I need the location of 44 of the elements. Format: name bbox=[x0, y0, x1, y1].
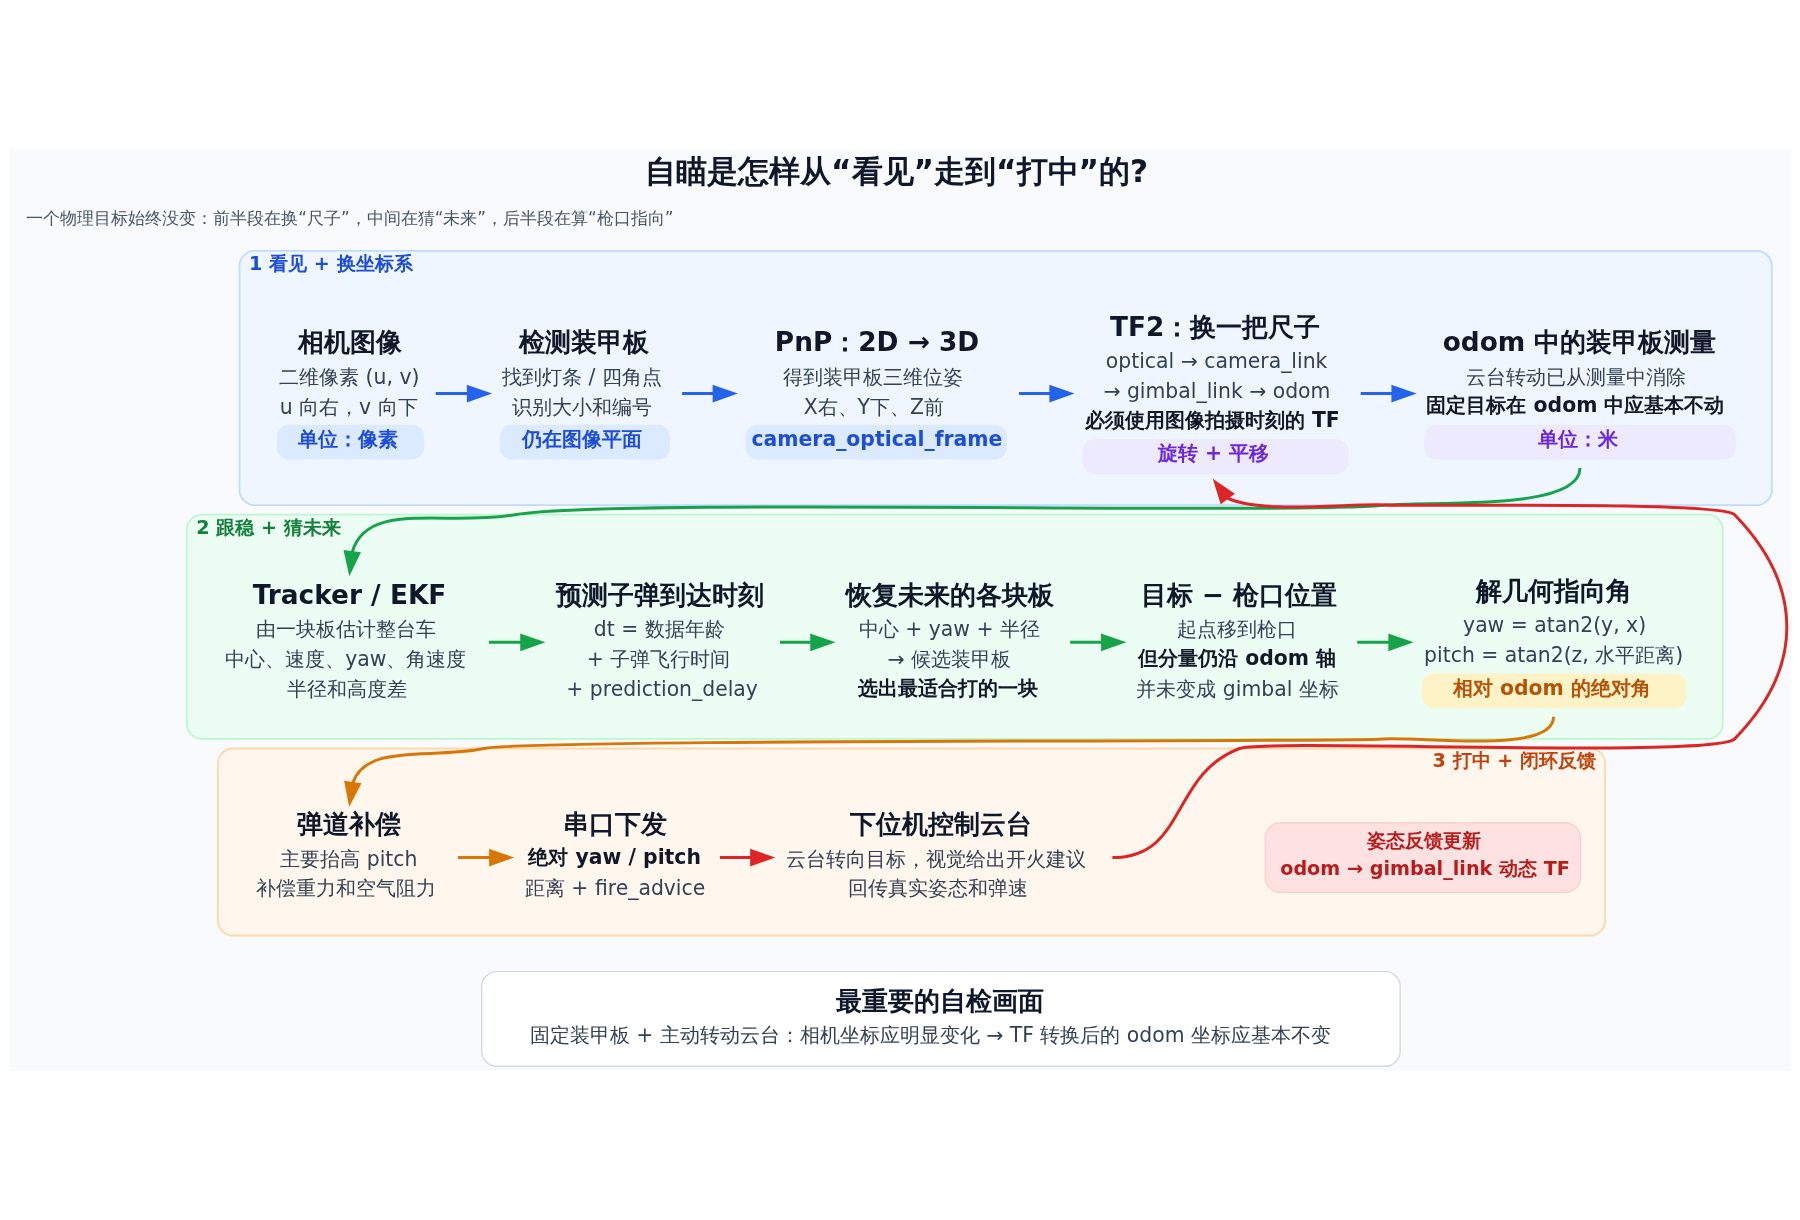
node-label: optical → camera_link bbox=[1105, 348, 1327, 373]
diagram-title: 自瞄是怎样从“看见”走到“打中”的? bbox=[644, 153, 1148, 190]
label: 一个物理目标始终没变：前半段在换“尺子”，中间在猜“未来”，后半段在算“枪口指向” bbox=[25, 208, 673, 229]
node-box: 相对 odom 的绝对角 bbox=[1421, 673, 1687, 709]
node-label: 识别大小和编号 bbox=[511, 394, 652, 419]
node-box: 姿态反馈更新 odom → gimbal_link 动态 TF bbox=[1264, 822, 1581, 893]
arrow bbox=[1356, 633, 1414, 652]
arrow bbox=[457, 848, 514, 867]
node-label: 相机图像 bbox=[297, 327, 402, 358]
node-text: 恢复未来的各块板 中心 + yaw + 半径 → 候选装甲板 选出最适合打的一块 bbox=[845, 579, 1054, 700]
arrow bbox=[779, 633, 835, 652]
node-text: 串口下发 绝对 yaw / pitch 距离 + fire_advice bbox=[524, 809, 705, 901]
node-label: 必须使用图像拍摄时刻的 TF bbox=[1084, 407, 1340, 432]
arrow bbox=[435, 384, 492, 403]
node-label: X右、Y下、Z前 bbox=[803, 394, 944, 419]
node-label: 解几何指向角 bbox=[1475, 575, 1632, 606]
arrow bbox=[1018, 384, 1075, 403]
arrow bbox=[1069, 633, 1126, 652]
node-text: Tracker / EKF 由一块板估计整台车 中心、速度、yaw、角速度 半径和高度差 bbox=[224, 579, 466, 701]
arrow bbox=[343, 467, 1581, 577]
arrow bbox=[719, 848, 775, 867]
arrow bbox=[343, 716, 1555, 807]
node-text: 弹道补偿 主要抬高 pitch 补偿重力和空气阻力 bbox=[255, 809, 436, 901]
node-label: yaw = atan2(y, x) bbox=[1462, 613, 1646, 638]
node-label: → gimbal_link → odom bbox=[1102, 378, 1330, 403]
node-label: 检测装甲板 bbox=[518, 327, 649, 358]
node-label: 二维像素 (u, v) bbox=[278, 364, 419, 389]
node-label: 云台转动已从测量中消除 bbox=[1465, 364, 1686, 389]
node-label: u 向右，v 向下 bbox=[279, 394, 418, 419]
arrow bbox=[1360, 384, 1417, 403]
arrow bbox=[1111, 478, 1788, 860]
node-text: 预测子弹到达时刻 dt = 数据年龄 + 子弹飞行时间 + prediction_delay bbox=[555, 579, 764, 701]
node-text: 下位机控制云台 云台转向目标，视觉给出开火建议 回传真实姿态和弹速 bbox=[785, 809, 1086, 901]
node-label: PnP：2D → 3D bbox=[774, 327, 979, 358]
node-label: odom 中的装甲板测量 bbox=[1442, 327, 1716, 358]
node-text: 目标 − 枪口位置 起点移到枪口 但分量仍沿 odom 轴 并未变成 gimbal 坐标 bbox=[1135, 579, 1339, 701]
arrow bbox=[488, 633, 545, 652]
node-label: TF2：换一把尺子 bbox=[1109, 311, 1320, 342]
arrow bbox=[681, 384, 738, 403]
node-label: 固定目标在 odom 中应基本不动 bbox=[1426, 393, 1725, 418]
node-label: 得到装甲板三维位姿 bbox=[782, 364, 963, 389]
node-label: pitch = atan2(z, 水平距离) bbox=[1423, 643, 1683, 668]
node-box: 最重要的自检画面 固定装甲板 + 主动转动云台：相机坐标应明显变化 → TF 转换后的 odom 坐标应基本不变 bbox=[480, 970, 1401, 1067]
node-label: 找到灯条 / 四角点 bbox=[501, 364, 662, 389]
